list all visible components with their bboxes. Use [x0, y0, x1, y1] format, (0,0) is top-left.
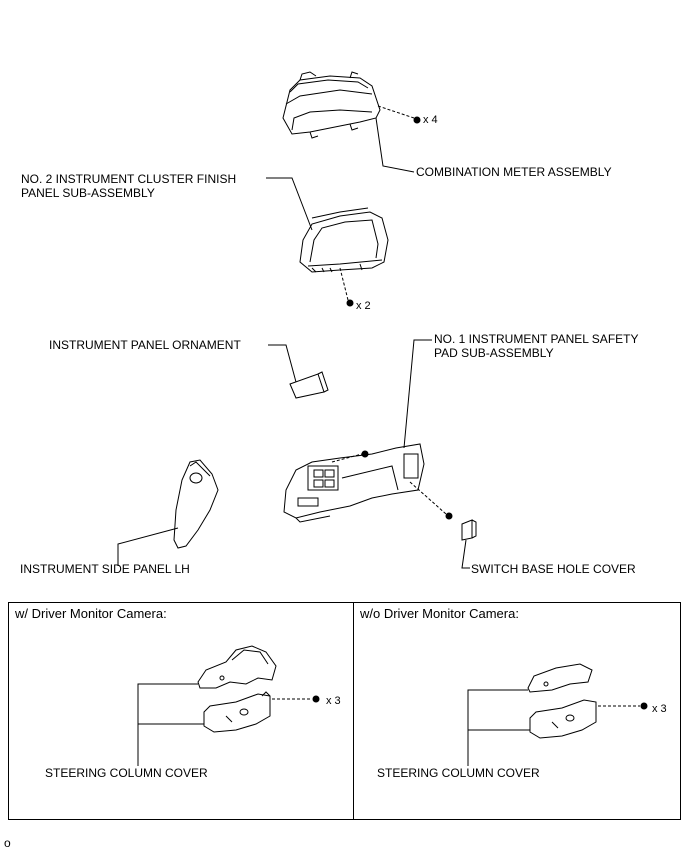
safety-pad-part	[283, 443, 425, 523]
with-camera-lower-cover	[203, 691, 271, 733]
meter-screw-line	[377, 105, 415, 119]
panel-ornament-label: INSTRUMENT PANEL ORNAMENT	[49, 338, 241, 352]
panel-ornament-part	[289, 371, 329, 399]
cluster-screw-quantity: x 2	[356, 300, 371, 312]
cluster-screw-line	[339, 267, 349, 301]
without-camera-panel: w/o Driver Monitor Camera:	[353, 602, 681, 820]
without-camera-part-label: STEERING COLUMN COVER	[377, 766, 540, 780]
safety-pad-label-line2: PAD SUB-ASSEMBLY	[434, 346, 554, 360]
cluster-finish-label-line2: PANEL SUB-ASSEMBLY	[21, 186, 155, 200]
safety-pad-label-line1: NO. 1 INSTRUMENT PANEL SAFETY	[434, 332, 639, 346]
combination-meter-label: COMBINATION METER ASSEMBLY	[416, 165, 612, 179]
meter-screw-icon	[413, 116, 421, 124]
without-camera-upper-cover	[527, 663, 593, 693]
without-camera-screw-quantity: x 3	[652, 703, 667, 715]
side-panel-label: INSTRUMENT SIDE PANEL LH	[20, 562, 190, 576]
panel-ornament-leader	[268, 344, 297, 383]
with-camera-part-label: STEERING COLUMN COVER	[45, 766, 208, 780]
without-camera-leader-upper	[467, 689, 528, 766]
with-camera-leader-upper	[137, 683, 198, 766]
with-camera-title: w/ Driver Monitor Camera:	[15, 606, 167, 621]
safety-pad-leader	[403, 339, 432, 449]
safety-pad-clip-icon	[361, 450, 369, 458]
with-camera-screw-icon	[312, 695, 320, 703]
without-camera-title: w/o Driver Monitor Camera:	[360, 606, 519, 621]
without-camera-lower-cover	[529, 699, 597, 739]
safety-pad-screw-line	[409, 481, 447, 515]
meter-screw-quantity: x 4	[423, 114, 438, 126]
side-panel-part	[173, 459, 219, 549]
switch-cover-leader	[461, 539, 470, 569]
safety-pad-screw-icon	[445, 512, 453, 520]
switch-cover-part	[461, 519, 477, 541]
with-camera-upper-cover	[197, 645, 277, 689]
side-panel-leader	[117, 527, 179, 566]
combination-meter-part	[282, 71, 415, 173]
figure-code: o	[4, 836, 11, 850]
switch-cover-label: SWITCH BASE HOLE COVER	[471, 562, 636, 576]
without-camera-screw-icon	[640, 702, 648, 710]
cluster-finish-label-line1: NO. 2 INSTRUMENT CLUSTER FINISH	[21, 172, 237, 186]
cluster-screw-icon	[346, 299, 354, 307]
with-camera-screw-quantity: x 3	[326, 695, 341, 707]
cluster-finish-leader	[266, 177, 313, 231]
safety-pad-clip-line	[331, 453, 363, 463]
